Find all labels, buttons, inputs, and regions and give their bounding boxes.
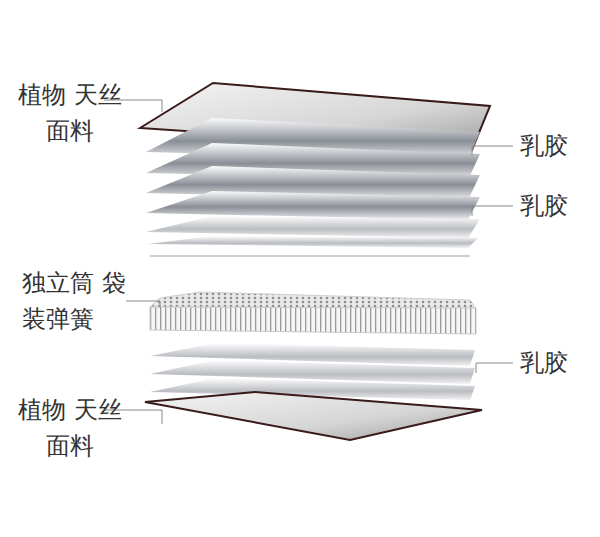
- latex-label: 乳胶: [520, 128, 596, 164]
- spring-label: 独立筒 袋装弹簧: [22, 265, 126, 337]
- latex-label: 乳胶: [520, 345, 596, 381]
- leader-line: [472, 206, 513, 216]
- fabric-label: 植物 天丝面料: [18, 392, 122, 464]
- latex-label: 乳胶: [520, 188, 596, 224]
- leader-line: [472, 146, 513, 156]
- leader-line: [126, 301, 160, 308]
- fabric-label: 植物 天丝面料: [18, 77, 122, 149]
- leader-line: [476, 363, 513, 373]
